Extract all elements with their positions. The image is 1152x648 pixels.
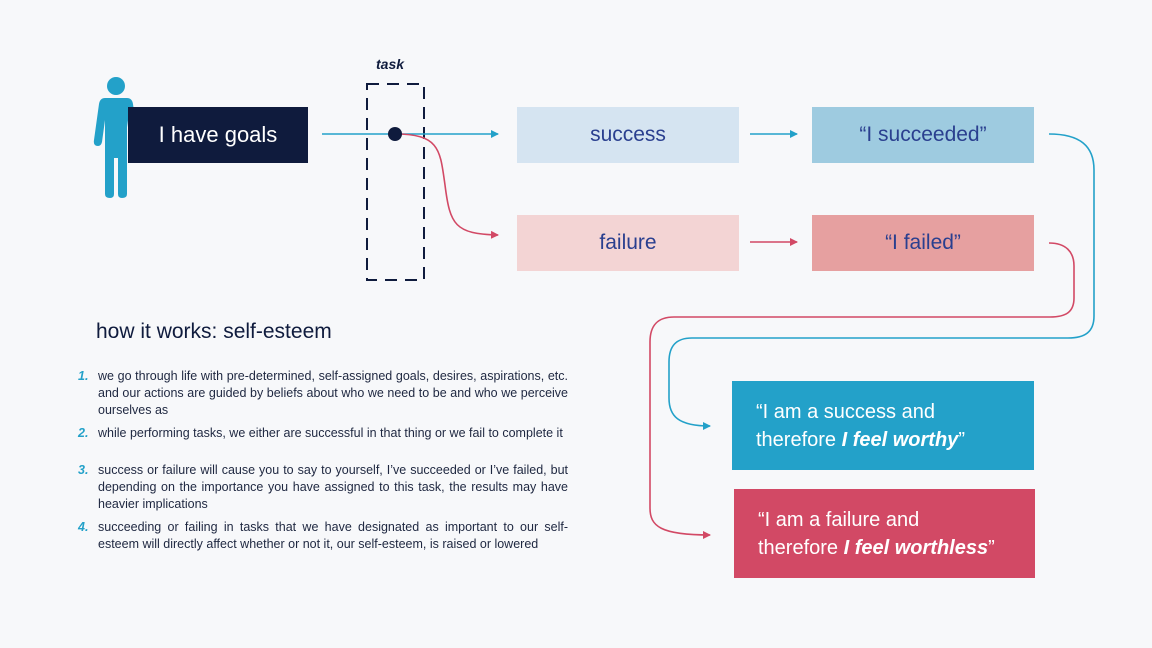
step-number: 4.: [78, 520, 89, 534]
worthless-emphasis: I feel worthless: [843, 536, 989, 559]
success-text: success: [590, 123, 666, 146]
worthy-prefix: therefore: [756, 428, 842, 451]
worthless-box: “I am a failure and therefore I feel wor…: [734, 489, 1035, 578]
step-text: we go through life with pre-determined, …: [98, 369, 568, 417]
worthy-box: “I am a success and therefore I feel wor…: [732, 381, 1034, 470]
step-text: while performing tasks, we either are su…: [98, 426, 563, 440]
step-item: 1. we go through life with pre-determine…: [78, 368, 568, 419]
worthless-suffix: ”: [988, 536, 995, 559]
succeeded-text: “I succeeded”: [859, 123, 987, 146]
step-item: 2. while performing tasks, we either are…: [78, 425, 568, 442]
success-box: success: [517, 107, 739, 163]
arrow-failed-to-worthless: [649, 242, 1075, 539]
task-frame: [366, 83, 425, 281]
step-item: 3. success or failure will cause you to …: [78, 462, 568, 513]
step-number: 1.: [78, 369, 89, 383]
failure-text: failure: [599, 231, 657, 254]
worthless-line-2: therefore I feel worthless”: [758, 534, 1035, 562]
worthless-prefix: therefore: [758, 536, 844, 559]
worthy-line-1: “I am a success and: [756, 400, 935, 423]
step-text: success or failure will cause you to say…: [98, 463, 568, 511]
task-node: [388, 127, 402, 141]
goals-text: I have goals: [158, 122, 278, 147]
worthy-suffix: ”: [958, 428, 965, 451]
step-number: 2.: [78, 426, 89, 440]
arrow-task-to-failure: [394, 133, 499, 239]
goals-box: I have goals: [128, 107, 308, 163]
arrow-succeeded-to-worthy: [668, 133, 1095, 430]
step-text: succeeding or failing in tasks that we h…: [98, 520, 568, 551]
worthy-emphasis: I feel worthy: [841, 428, 959, 451]
step-item: 4. succeeding or failing in tasks that w…: [78, 519, 568, 553]
step-number: 3.: [78, 463, 89, 477]
failed-text: “I failed”: [885, 231, 961, 254]
failed-box: “I failed”: [812, 215, 1034, 271]
task-label: task: [376, 56, 405, 72]
person-icon: [93, 77, 139, 198]
section-title: how it works: self-esteem: [96, 320, 332, 343]
succeeded-box: “I succeeded”: [812, 107, 1034, 163]
worthless-line-1: “I am a failure and: [758, 508, 920, 531]
failure-box: failure: [517, 215, 739, 271]
worthy-line-2: therefore I feel worthy”: [756, 426, 1034, 454]
